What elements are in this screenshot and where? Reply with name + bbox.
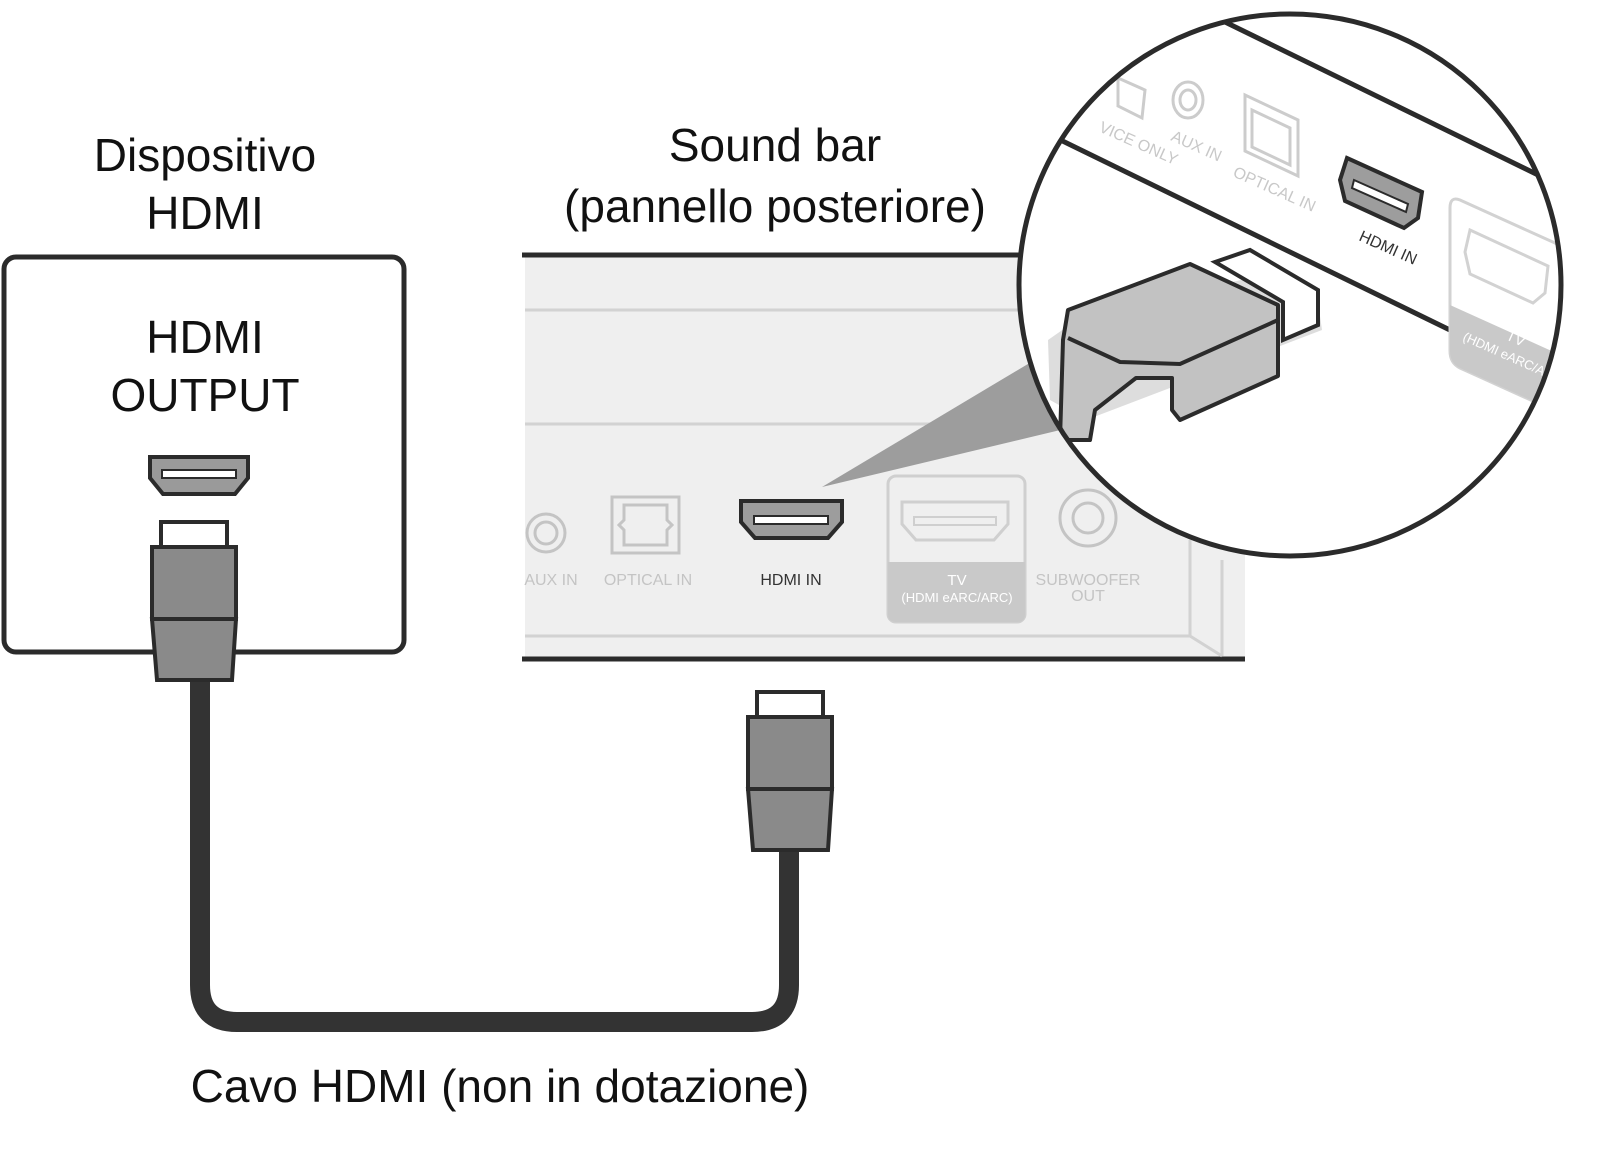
subwoofer-label-line2: OUT bbox=[1071, 588, 1105, 605]
zoom-plug-icon bbox=[1048, 247, 1322, 442]
left-plug-icon bbox=[149, 520, 239, 682]
soundbar-title-line1: Sound bar bbox=[669, 119, 881, 171]
device-title-line2: HDMI bbox=[146, 187, 264, 239]
tv-earc-port: TV (HDMI eARC/ARC) bbox=[886, 474, 1027, 624]
hdmi-output-port-icon bbox=[148, 455, 250, 496]
zoom-callout-wedge bbox=[822, 340, 1102, 487]
zoom-cut-label: SU bbox=[1578, 358, 1605, 383]
subwoofer-label-line1: SUBWOOFER bbox=[1036, 572, 1141, 589]
hdmi-cable: Cavo HDMI (non in dotazione) bbox=[149, 520, 835, 1112]
zoom-view: VICE ONLY AUX IN OPTICAL IN HDMI IN bbox=[1016, 11, 1605, 559]
hdmi-device: Dispositivo HDMI HDMI OUTPUT bbox=[1, 129, 407, 655]
hdmi-in-label: HDMI IN bbox=[760, 572, 821, 589]
soundbar-title-line2: (pannello posteriore) bbox=[564, 180, 986, 232]
device-port-line1: HDMI bbox=[146, 311, 264, 363]
hdmi-in-port: HDMI IN bbox=[739, 499, 844, 589]
tv-label-line2: (HDMI eARC/ARC) bbox=[901, 590, 1012, 605]
device-port-line2: OUTPUT bbox=[110, 369, 299, 421]
optical-in-port: OPTICAL IN bbox=[604, 495, 692, 589]
right-plug-icon bbox=[745, 690, 835, 852]
zoom-circle-outline bbox=[1016, 11, 1564, 559]
subwoofer-out-port: SUBWOOFER OUT bbox=[1036, 488, 1141, 605]
cable-caption: Cavo HDMI (non in dotazione) bbox=[191, 1060, 810, 1112]
optical-in-label: OPTICAL IN bbox=[604, 572, 692, 589]
aux-in-label: AUX IN bbox=[524, 572, 577, 589]
aux-in-port: AUX IN bbox=[524, 512, 578, 589]
tv-label-line1: TV bbox=[947, 572, 966, 589]
zoom-tv-label-line1: TV bbox=[1503, 327, 1527, 350]
device-title-line1: Dispositivo bbox=[94, 129, 316, 181]
